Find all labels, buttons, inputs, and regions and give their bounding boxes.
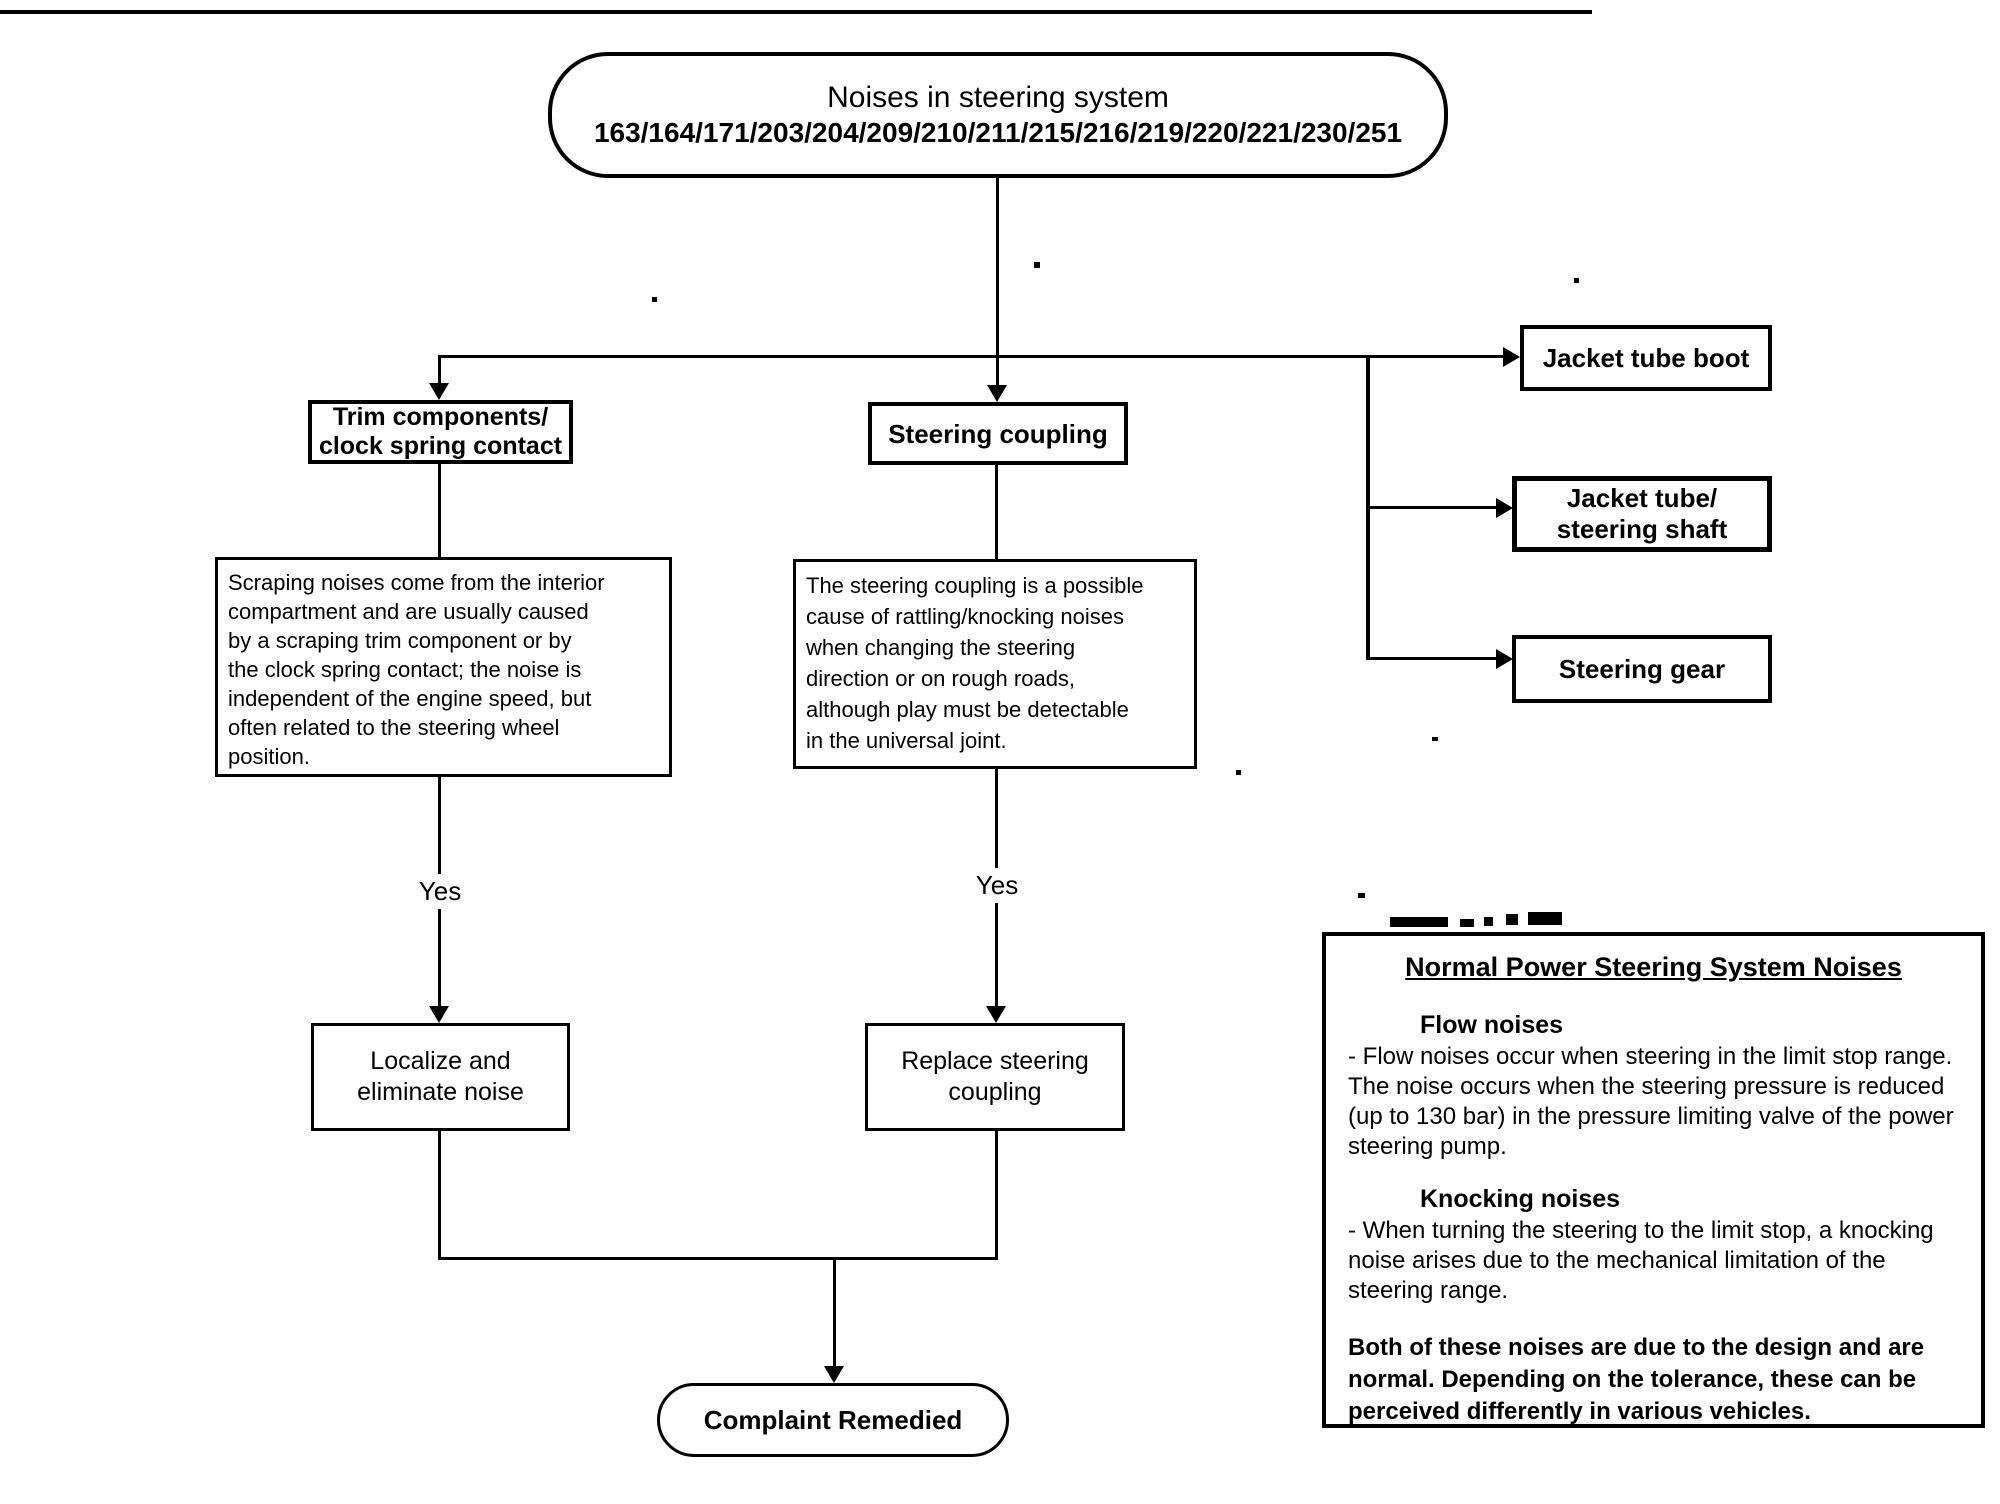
text-line: Scraping noises come from the interior bbox=[228, 570, 605, 595]
replace-label-line1: Replace steering bbox=[901, 1047, 1089, 1075]
text-line: when changing the steering bbox=[806, 635, 1076, 660]
text-line: by a scraping trim component or by bbox=[228, 628, 572, 653]
connector-join-horizontal bbox=[438, 1257, 998, 1260]
arrowhead-coupling bbox=[987, 385, 1007, 402]
connector-trim-desc bbox=[438, 462, 441, 558]
scan-artifact bbox=[1574, 278, 1579, 283]
info-panel-footer: Both of these noises are due to the desi… bbox=[1348, 1334, 1925, 1425]
jacket-tube-boot-label: Jacket tube boot bbox=[1542, 343, 1750, 373]
description-trim-noises: Scraping noises come from the interior c… bbox=[215, 557, 672, 777]
text-line: independent of the engine speed, but bbox=[228, 686, 592, 711]
text-line: although play must be detectable bbox=[806, 697, 1129, 722]
scan-artifact bbox=[1484, 917, 1493, 926]
scan-artifact bbox=[1432, 737, 1438, 741]
text-line: position. bbox=[228, 744, 310, 769]
replace-label-line2: coupling bbox=[948, 1078, 1042, 1106]
text-line: the clock spring contact; the noise is bbox=[228, 657, 582, 682]
info-body-flow-noises: - Flow noises occur when steering in the… bbox=[1348, 1043, 1954, 1160]
scan-artifact bbox=[1528, 912, 1562, 925]
steering-gear-label: Steering gear bbox=[1558, 654, 1726, 684]
arrowhead-localize bbox=[429, 1006, 449, 1023]
text-line: compartment and are usually caused bbox=[228, 599, 589, 624]
trim-label-line2: clock spring contact bbox=[318, 432, 563, 460]
localize-label-line1: Localize and bbox=[370, 1047, 511, 1075]
text-line: The steering coupling is a possible bbox=[806, 573, 1144, 598]
scan-artifact bbox=[1506, 914, 1518, 925]
connector-localize-down bbox=[438, 1129, 441, 1259]
info-body-knocking-noises: - When turning the steering to the limit… bbox=[1348, 1217, 1934, 1304]
page-top-rule bbox=[0, 10, 1592, 14]
connector-start-stem bbox=[996, 178, 999, 388]
connector-coupling-desc bbox=[995, 464, 998, 559]
start-codes: 163/164/171/203/204/209/210/211/215/216/… bbox=[593, 117, 1403, 148]
info-panel-normal-noises: Normal Power Steering System Noises Flow… bbox=[1322, 932, 1985, 1428]
text-line: often related to the steering wheel bbox=[228, 715, 560, 740]
text-line: in the universal joint. bbox=[806, 728, 1007, 753]
scan-artifact bbox=[1358, 893, 1365, 898]
jacket-tube-shaft-label-line1: Jacket tube/ bbox=[1566, 483, 1718, 513]
arrowhead-complaint bbox=[824, 1366, 844, 1383]
node-trim-components: Trim components/ clock spring contact bbox=[308, 400, 573, 464]
node-replace-coupling: Replace steering coupling bbox=[865, 1023, 1125, 1131]
edge-label-trim-yes: Yes bbox=[412, 874, 468, 909]
arrowhead-trim bbox=[429, 383, 449, 400]
info-panel-title: Normal Power Steering System Noises bbox=[1405, 952, 1902, 982]
connector-replace-down bbox=[995, 1129, 998, 1259]
arrowhead-replace bbox=[986, 1006, 1006, 1023]
text-line: direction or on rough roads, bbox=[806, 666, 1076, 691]
localize-label-line2: eliminate noise bbox=[357, 1078, 524, 1106]
connector-gear-spur bbox=[1366, 657, 1503, 660]
arrowhead-jacket-tube-boot bbox=[1503, 347, 1520, 367]
steering-coupling-label: Steering coupling bbox=[888, 418, 1108, 449]
description-coupling-noises: The steering coupling is a possible caus… bbox=[793, 559, 1197, 769]
scan-artifact bbox=[1236, 770, 1241, 775]
edge-label-coupling-yes: Yes bbox=[969, 868, 1025, 903]
connector-end-drop bbox=[833, 1257, 836, 1369]
node-start: Noises in steering system 163/164/171/20… bbox=[548, 52, 1448, 178]
start-title: Noises in steering system bbox=[827, 81, 1169, 114]
connector-shaft-spur bbox=[1366, 506, 1503, 509]
node-steering-coupling: Steering coupling bbox=[868, 402, 1128, 465]
node-jacket-tube-boot: Jacket tube boot bbox=[1520, 325, 1772, 391]
scan-artifact bbox=[1460, 919, 1474, 927]
scan-artifact bbox=[652, 297, 657, 302]
scan-artifact bbox=[1034, 262, 1040, 268]
arrowhead-steering-gear bbox=[1496, 649, 1513, 669]
connector-trim-drop bbox=[438, 355, 441, 385]
node-jacket-tube-steering-shaft: Jacket tube/ steering shaft bbox=[1512, 476, 1772, 552]
text-line: cause of rattling/knocking noises bbox=[806, 604, 1124, 629]
info-heading-flow-noises: Flow noises bbox=[1420, 1011, 1564, 1039]
jacket-tube-shaft-label-line2: steering shaft bbox=[1556, 514, 1728, 544]
scan-artifact bbox=[1390, 917, 1448, 927]
info-heading-knocking-noises: Knocking noises bbox=[1420, 1185, 1621, 1213]
node-steering-gear: Steering gear bbox=[1512, 635, 1772, 703]
complaint-remedied-label: Complaint Remedied bbox=[703, 1404, 963, 1435]
connector-main-horizontal bbox=[438, 355, 1504, 358]
node-localize-eliminate: Localize and eliminate noise bbox=[311, 1023, 570, 1131]
node-complaint-remedied: Complaint Remedied bbox=[657, 1383, 1009, 1457]
arrowhead-jacket-tube-shaft bbox=[1496, 498, 1513, 518]
trim-label-line1: Trim components/ bbox=[332, 403, 549, 431]
